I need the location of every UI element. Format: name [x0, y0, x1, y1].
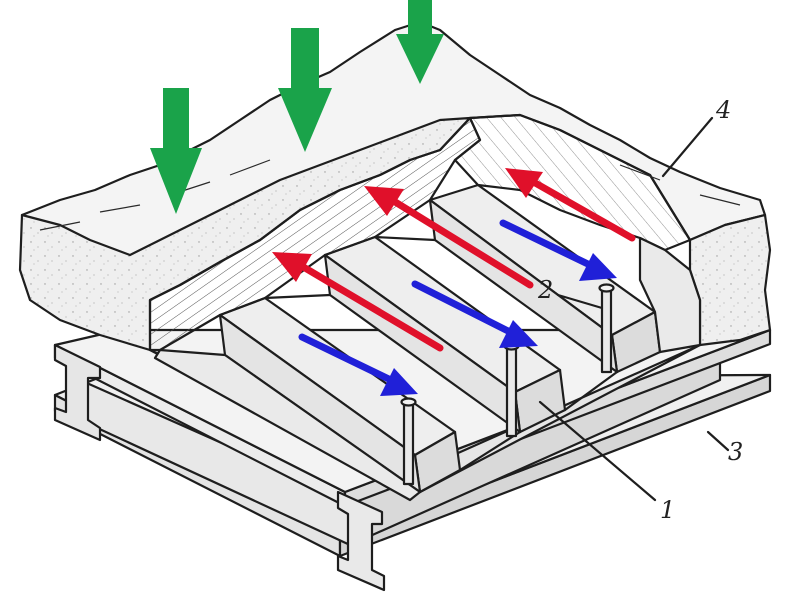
load-arrow: [278, 28, 332, 152]
label-deck: 1: [660, 496, 675, 524]
shear-studs: [400, 283, 615, 486]
blue-arrow: [499, 219, 617, 281]
label-slab: 4: [715, 96, 731, 124]
red-arrow: [505, 168, 636, 242]
load-arrow: [396, 0, 444, 84]
tension-arrows: [272, 168, 636, 352]
red-arrow: [272, 252, 444, 352]
stud: [598, 283, 615, 374]
load-arrows: [150, 0, 444, 214]
label-beam: 3: [728, 438, 743, 466]
compression-arrows: [298, 219, 617, 396]
load-arrow: [150, 88, 202, 214]
leader-lines: [538, 116, 730, 502]
stud: [400, 397, 417, 486]
concrete-slab: [18, 20, 772, 354]
blue-arrow: [411, 280, 538, 348]
red-arrow: [364, 186, 534, 289]
label-stud: 2: [537, 276, 553, 304]
blue-arrow: [298, 333, 418, 396]
stud: [503, 341, 520, 438]
